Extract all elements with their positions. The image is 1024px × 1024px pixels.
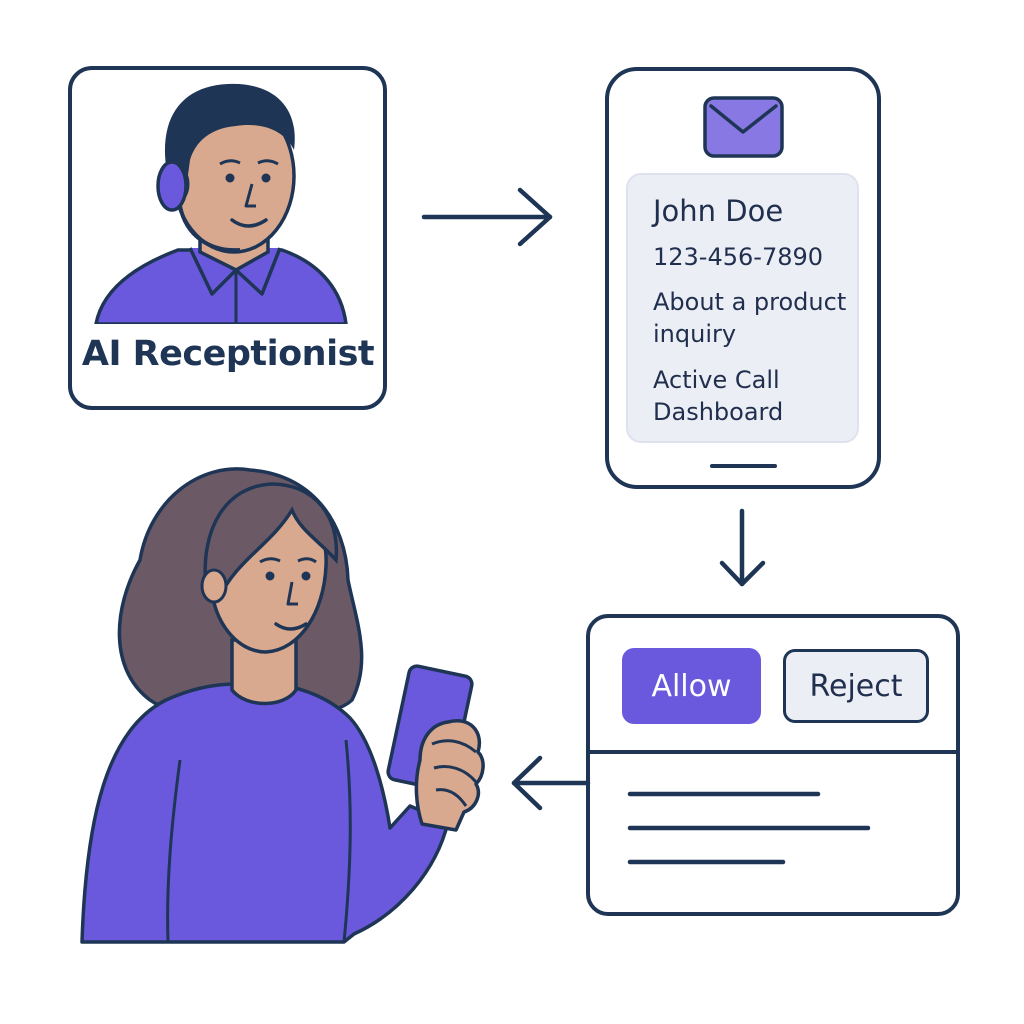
woman-with-phone [80, 467, 485, 944]
reject-button[interactable]: Reject [783, 649, 929, 723]
arrow-down-icon [719, 508, 766, 587]
detail-lines [627, 791, 871, 865]
caller-name: John Doe [653, 194, 784, 228]
arrow-left-icon [511, 755, 591, 811]
receptionist-label: AI Receptionist [81, 334, 375, 374]
envelope-icon [703, 96, 784, 158]
caller-status: Active Call Dashboard [653, 366, 784, 426]
phone-card [605, 67, 881, 489]
receptionist-avatar [94, 83, 348, 324]
caller-reason: About a product inquiry [653, 288, 847, 348]
allow-button[interactable]: Allow [622, 648, 761, 724]
receptionist-panel [68, 66, 387, 410]
caller-phone: 123-456-7890 [653, 243, 824, 271]
arrow-right-icon [421, 187, 553, 247]
